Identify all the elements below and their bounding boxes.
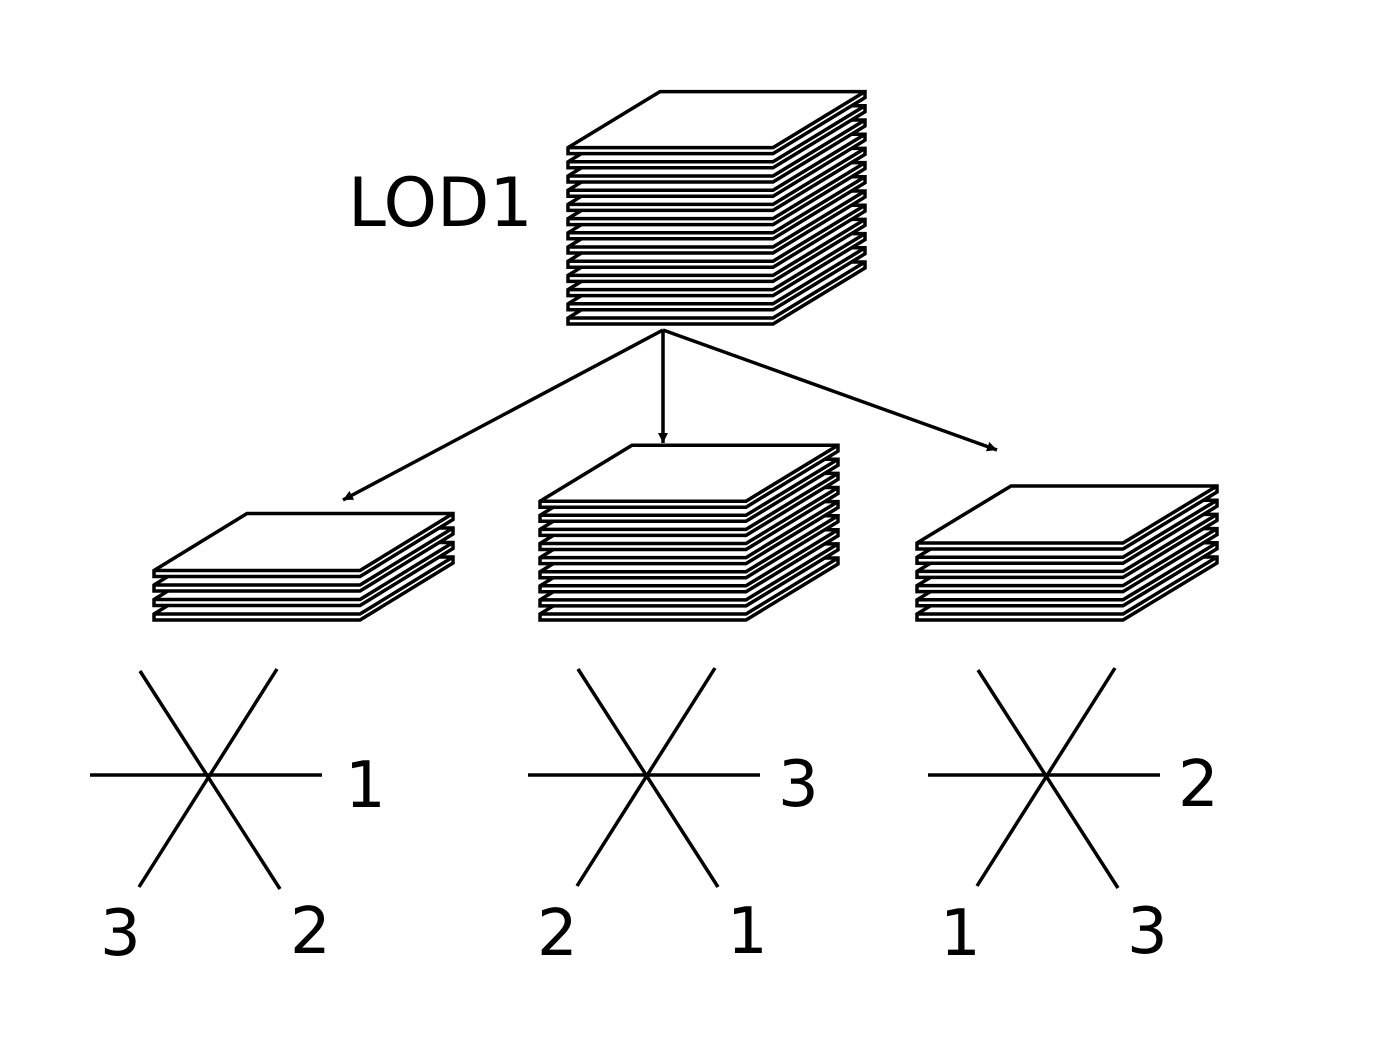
stack-sheet-edge — [540, 457, 839, 518]
stack-sheet-edge — [568, 203, 866, 263]
stack-sheet-edge — [568, 132, 866, 192]
root-stack — [566, 89, 867, 326]
lod1-label: LOD1 — [348, 164, 533, 243]
stack-sheet-edge — [154, 526, 454, 587]
axes-left: 1 3 2 — [90, 668, 386, 971]
stack-sheet-edge — [540, 471, 839, 532]
stack-sheet-edge — [540, 528, 839, 588]
stack-sheet-edge — [568, 246, 866, 306]
axis-line-diagonal-up — [975, 667, 1117, 887]
stack-sheet-edge — [154, 541, 454, 602]
stack-sheet-edge — [568, 232, 866, 292]
axes-right: 2 1 3 — [928, 667, 1219, 971]
axis-line-diagonal-down — [138, 670, 282, 890]
axis-line-diagonal-up — [137, 668, 279, 888]
stack-sheet-edge — [917, 484, 1218, 545]
arrows — [342, 328, 998, 502]
axis-label-right: 3 — [778, 748, 819, 822]
axis-label-lower-left: 3 — [100, 897, 141, 971]
axis-label-right: 2 — [1178, 748, 1219, 822]
stack-sheet-edge — [917, 541, 1218, 602]
stack-sheet-edge — [540, 500, 839, 560]
stack-sheet-edge — [540, 542, 839, 602]
arrow-to-right-stack — [662, 328, 998, 452]
stack-sheet-edge — [568, 104, 866, 164]
arrow-to-left-stack — [342, 328, 664, 502]
stack-sheet-edge — [568, 175, 866, 235]
child-stack-middle — [538, 443, 840, 622]
stack-sheet-edge — [917, 527, 1218, 588]
child-stack-right — [915, 484, 1219, 622]
axis-label-right: 1 — [345, 749, 386, 823]
stack-sheet-edge — [568, 260, 866, 320]
axis-label-lower-left: 2 — [537, 897, 578, 971]
axis-line-diagonal-down — [576, 668, 720, 888]
stack-sheet-edge — [917, 498, 1218, 559]
child-stack-left — [152, 511, 455, 622]
stack-sheet-edge — [540, 443, 839, 503]
axis-label-lower-right: 3 — [1127, 895, 1168, 969]
stack-sheet-edge — [568, 217, 866, 278]
stack-sheet-edge — [568, 118, 866, 178]
stack-sheet-edge — [154, 555, 454, 616]
axis-label-lower-right: 1 — [727, 895, 768, 969]
axes-middle: 3 2 1 — [528, 667, 819, 971]
stack-sheet-edge — [540, 486, 839, 546]
stack-sheet-edge — [568, 146, 866, 207]
axis-line-diagonal-up — [575, 667, 717, 887]
stack-sheet-edge — [540, 556, 839, 616]
stack-sheet-edge — [540, 514, 839, 574]
axis-label-lower-right: 2 — [290, 895, 331, 969]
stack-sheet-edge — [154, 512, 454, 573]
stack-sheet-edge — [568, 90, 866, 150]
stack-sheet-edge — [568, 189, 866, 249]
axis-label-lower-left: 1 — [940, 897, 981, 971]
stack-sheet-edge — [917, 555, 1218, 616]
stack-sheet-edge — [568, 161, 866, 221]
axis-line-diagonal-down — [976, 669, 1120, 889]
stack-sheet-edge — [917, 512, 1218, 574]
